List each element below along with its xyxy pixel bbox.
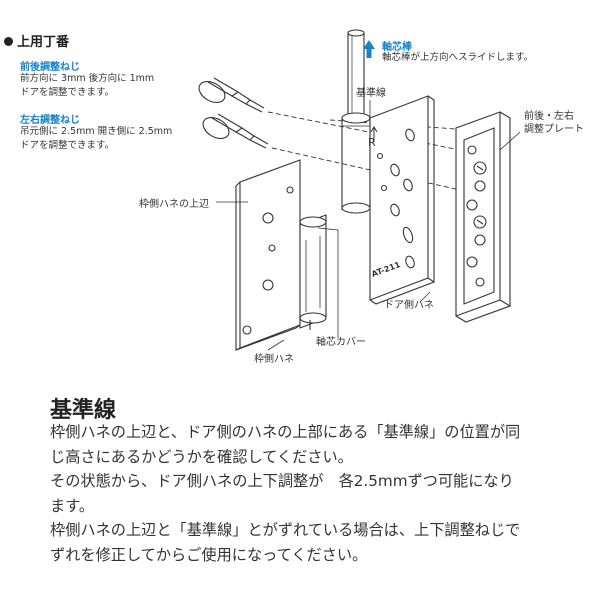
front-adjust-line-1: 前方向に 3mm 後方向に 1mm: [20, 73, 155, 84]
body-line-4: ます。: [50, 496, 95, 515]
plate-label-line-1: 前後・左右: [524, 111, 574, 122]
plate-label-line-2: 調整プレート: [524, 124, 584, 135]
side-adjust-desc: 吊元側に 2.5mm 開き側に 2.5mm ドアを調整できます。: [20, 125, 172, 153]
body-line-1: 枠側ハネの上辺と、ドア側のハネの上部にある「基準線」の位置が同: [50, 423, 521, 441]
body-line-5: 枠側ハネの上辺と「基準線」とがずれている場合は、上下調整ねじで: [50, 521, 521, 539]
body-line-2: じ高さにあるかどうかを確認してください。: [50, 447, 353, 466]
frame-leaf-plate: [235, 159, 301, 351]
door-leaf-label: ドア側ハネ: [384, 300, 434, 311]
pivot-rod: [341, 29, 371, 214]
pivot-rod-desc: 軸芯棒が上方向へスライドします。: [382, 52, 534, 63]
adjustment-plate: [455, 111, 511, 323]
pivot-cover-label: 軸芯カバー: [316, 337, 366, 348]
front-adjust-title: 前後調整ねじ: [20, 62, 80, 73]
adjustment-plate-label: 前後・左右 調整プレート: [524, 110, 584, 136]
reference-line-heading: 基準線: [50, 398, 117, 423]
body-line-3: その状態から、ドア側ハネの上下調整が 各2.5mmずつ可能になり: [50, 472, 514, 490]
slide-up-arrow-icon: [363, 40, 375, 58]
bullet-icon: [4, 37, 13, 46]
side-adjust-title: 左右調整ねじ: [20, 115, 80, 126]
front-adjust-desc: 前方向に 3mm 後方向に 1mm ドアを調整できます。: [20, 72, 154, 100]
frame-top-label: 枠側ハネの上辺: [139, 199, 209, 210]
side-adjust-line-1: 吊元側に 2.5mm 開き側に 2.5mm: [20, 126, 173, 137]
section-title-text: 上用丁番: [17, 35, 70, 50]
frame-leaf-label: 枠側ハネ: [254, 354, 294, 365]
door-leaf-plate: [342, 95, 435, 305]
reference-arrow-icon: [370, 126, 378, 142]
r-mark: R: [368, 136, 376, 149]
screwdriver-top: [198, 77, 265, 113]
body-line-6: ずれを修正してからご使用になってください。: [50, 545, 368, 564]
screwdriver-bottom: [202, 113, 269, 149]
section-title: 上用丁番: [4, 31, 69, 50]
reference-line-label: 基準線: [356, 88, 386, 99]
pivot-cover: [299, 214, 327, 330]
side-adjust-line-2: ドアを調整できます。: [20, 140, 115, 151]
body-paragraph: 枠側ハネの上辺と、ドア側のハネの上部にある「基準線」の位置が同 じ高さにあるかど…: [50, 420, 520, 567]
hinge-diagram: [198, 29, 521, 351]
front-adjust-line-2: ドアを調整できます。: [20, 87, 115, 98]
pivot-rod-title: 軸芯棒: [382, 42, 412, 53]
